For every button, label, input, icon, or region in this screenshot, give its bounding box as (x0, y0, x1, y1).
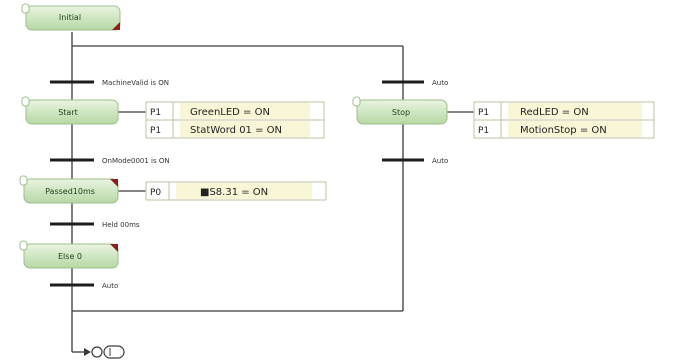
transition-t3[interactable]: Held 00ms (50, 221, 140, 229)
action-qualifier: P1 (478, 126, 489, 136)
action-text: StatWord 01 = ON (190, 125, 282, 136)
action-block-passed10ms[interactable]: P0 ■S8.31 = ON (145, 181, 327, 201)
transition-t6[interactable]: Auto (382, 157, 448, 165)
action-qualifier: P1 (150, 126, 161, 136)
action-block-start[interactable]: P1 GreenLED = ON P1 StatWord 01 = ON (145, 101, 325, 139)
action-text: ■S8.31 = ON (200, 187, 268, 198)
jump-arrow-icon[interactable] (84, 345, 125, 359)
step-label: Passed10ms (45, 187, 95, 196)
action-block-stop[interactable]: P1 RedLED = ON P1 MotionStop = ON (473, 101, 655, 139)
transition-label: Held 00ms (102, 221, 140, 229)
step-start[interactable]: Start (21, 96, 119, 125)
step-passed10ms[interactable]: Passed10ms (19, 175, 119, 204)
transition-t2[interactable]: OnMode0001 is ON (50, 157, 170, 165)
transition-label: Auto (432, 79, 448, 87)
transition-t4[interactable]: Auto (50, 282, 118, 290)
action-text: MotionStop = ON (520, 125, 607, 136)
transition-label: Auto (102, 282, 118, 290)
step-label: Stop (392, 108, 410, 117)
step-label: Initial (59, 13, 81, 22)
transition-label: MachineValid is ON (102, 79, 169, 87)
transition-label: OnMode0001 is ON (102, 157, 170, 165)
step-label: Else 0 (58, 252, 82, 261)
step-stop[interactable]: Stop (352, 96, 448, 125)
transition-label: Auto (432, 157, 448, 165)
transition-t5[interactable]: Auto (382, 79, 448, 87)
action-text: RedLED = ON (520, 107, 589, 118)
step-else0[interactable]: Else 0 (19, 240, 119, 269)
transition-t1[interactable]: MachineValid is ON (50, 79, 169, 87)
action-qualifier: P1 (150, 108, 161, 118)
action-qualifier: P0 (150, 188, 161, 198)
action-qualifier: P1 (478, 108, 489, 118)
action-text: GreenLED = ON (190, 107, 270, 118)
step-label: Start (58, 108, 78, 117)
step-initial[interactable]: Initial (21, 3, 121, 31)
